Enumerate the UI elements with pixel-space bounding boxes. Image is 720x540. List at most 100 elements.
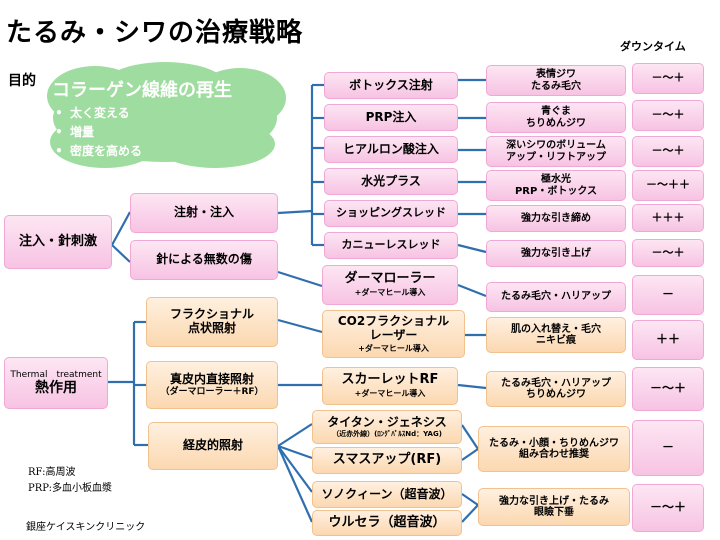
method-intradermal: 真皮内直接照射 （ダーマローラー＋RF） [146, 361, 278, 409]
method-injection: 注射・注入 [130, 193, 278, 233]
purpose-label: 目的 [8, 73, 36, 89]
downtime-shopping: ＋＋＋ [632, 204, 704, 232]
connector-line [461, 424, 479, 450]
method-intradermal-line1: 真皮内直接照射 [169, 371, 254, 386]
effect-scarlet-line2: ちりめんジワ [526, 389, 586, 400]
downtime-dermaroller: － [632, 275, 704, 315]
effect-dermaroller-label: たるみ毛穴・ハリアップ [501, 291, 611, 303]
effect-hyaluronic-line1: 深いシワのボリューム [506, 140, 606, 151]
connector-line [457, 383, 487, 390]
downtime-cannula: －～＋ [632, 239, 704, 267]
downtime-suikou: －～＋＋ [632, 170, 704, 201]
connector-line [111, 211, 131, 246]
category-thermal-jp: 熱作用 [35, 380, 77, 397]
treatment-dermaroller-sub: +ダーマヒール導入 [354, 288, 426, 298]
connector-line [461, 448, 479, 461]
downtime-header: ダウンタイム [620, 40, 686, 53]
effect-botox: 表情ジワ たるみ毛穴 [486, 65, 626, 96]
effect-suikou: 極水光 PRP・ボトックス [486, 170, 626, 201]
effect-dermaroller: たるみ毛穴・ハリアップ [486, 282, 626, 312]
effect-suikou-line2: PRP・ボトックス [514, 185, 598, 197]
treatment-co2-sub: +ダーマヒール導入 [358, 343, 429, 353]
goal-point: 増量 [48, 123, 142, 142]
page-title: たるみ・シワの治療戦略 [6, 18, 304, 48]
connector-line [277, 270, 323, 288]
effect-botox-line2: たるみ毛穴 [531, 80, 581, 92]
method-injection-label: 注射・注入 [173, 205, 234, 220]
method-transdermal-label: 経皮的照射 [182, 438, 243, 453]
effect-sono-ulthera: 強力な引き上げ・たるみ 眼瞼下垂 [478, 488, 630, 526]
downtime-value: －～＋ [651, 245, 685, 259]
footnote-prp: PRP:多血小板血漿 [28, 483, 112, 494]
effect-cannula-label: 強力な引き上げ [521, 247, 591, 259]
effect-co2-line1: 肌の入れ替え・毛穴 [511, 323, 601, 335]
treatment-ulthera-label: ウルセラ（超音波） [328, 514, 446, 530]
connector-line [461, 493, 479, 506]
downtime-prp: －～＋ [632, 100, 704, 131]
connector-line [461, 504, 479, 523]
category-thermal: Thermal treatment 熱作用 [4, 357, 108, 409]
downtime-value: －～＋ [649, 500, 686, 515]
effect-sono-line1: 強力な引き上げ・たるみ [499, 495, 609, 507]
treatment-ulthera: ウルセラ（超音波） [312, 510, 462, 536]
treatment-botox-label: ボトックス注射 [349, 77, 433, 92]
treatment-suikou-label: 水光プラス [361, 173, 421, 188]
connector-line [277, 423, 313, 447]
category-injection: 注入・針刺激 [4, 215, 112, 269]
treatment-titan-sub: （近赤外線）(ﾛﾝｸﾞﾊﾟﾙｽNd：YAG) [332, 430, 442, 439]
treatment-co2: CO2フラクショナル レーザー +ダーマヒール導入 [322, 310, 465, 358]
treatment-smasup-label: スマスアップ(RF) [332, 452, 442, 468]
connector-line [457, 283, 487, 298]
effect-botox-line1: 表情ジワ [536, 69, 576, 80]
downtime-hyaluronic: －～＋ [632, 136, 704, 167]
treatment-cannula-thread: カニューレスレッド [324, 232, 458, 259]
goal-point: 密度を高める [48, 142, 142, 161]
treatment-cannula-label: カニューレスレッド [341, 238, 441, 252]
treatment-scarlet-label: スカーレットRF [341, 372, 439, 388]
method-transdermal: 経皮的照射 [148, 422, 278, 470]
treatment-prp: PRP注入 [324, 104, 458, 131]
treatment-co2-line1: CO2フラクショナル [337, 314, 450, 329]
treatment-botox: ボトックス注射 [324, 72, 458, 99]
treatment-dermaroller-label: ダーマローラー [344, 271, 436, 287]
effect-cannula: 強力な引き上げ [486, 240, 626, 267]
method-fractional-line2: 点状照射 [187, 321, 236, 335]
effect-shopping-label: 強力な引き締め [521, 212, 591, 224]
effect-hyaluronic-line2: アップ・リフトアップ [506, 151, 606, 163]
clinic-name: 銀座ケイスキンクリニック [26, 522, 146, 533]
effect-titan-line2: 組み合わせ推奨 [519, 449, 589, 460]
effect-shopping: 強力な引き締め [486, 205, 626, 232]
treatment-shopping-thread: ショッピングスレッド [324, 200, 458, 227]
connector-line [277, 209, 313, 215]
category-injection-label: 注入・針刺激 [18, 233, 97, 249]
treatment-dermaroller: ダーマローラー +ダーマヒール導入 [322, 265, 458, 305]
goal-points: 太く変える 増量 密度を高める [48, 104, 142, 161]
method-needle: 針による無数の傷 [130, 240, 278, 280]
method-fractional: フラクショナル 点状照射 [146, 297, 278, 347]
footnote-rf: RF:高周波 [28, 467, 76, 478]
downtime-value: － [661, 287, 674, 302]
treatment-co2-line2: レーザー [369, 327, 418, 342]
connector-line [457, 243, 487, 254]
downtime-scarlet: －～＋ [632, 367, 704, 411]
method-needle-label: 針による無数の傷 [156, 252, 252, 267]
effect-titan-line1: たるみ・小顔・ちりめんジワ [489, 437, 619, 449]
effect-scarlet: たるみ毛穴・ハリアップ ちりめんジワ [486, 371, 626, 407]
downtime-value: ＋＋ [655, 332, 680, 347]
treatment-sonoqueen: ソノクィーン（超音波） [312, 481, 462, 508]
goal-point: 太く変える [48, 104, 142, 123]
effect-hyaluronic: 深いシワのボリューム アップ・リフトアップ [486, 136, 626, 167]
treatment-prp-label: PRP注入 [365, 109, 417, 124]
category-thermal-en: Thermal treatment [10, 369, 102, 380]
downtime-value: －～＋ [649, 381, 686, 396]
effect-titan-smasup: たるみ・小顔・ちりめんジワ 組み合わせ推奨 [478, 426, 630, 472]
effect-co2-line2: ニキビ痕 [536, 335, 576, 346]
connector-line [277, 444, 313, 460]
treatment-suikou: 水光プラス [324, 168, 458, 195]
treatment-scarlet: スカーレットRF +ダーマヒール導入 [322, 367, 458, 405]
treatment-hyaluronic-label: ヒアルロン酸注入 [343, 141, 439, 156]
treatment-shopping-label: ショッピングスレッド [336, 206, 446, 220]
connector-line [277, 445, 313, 493]
downtime-value: ＋＋＋ [651, 210, 685, 224]
